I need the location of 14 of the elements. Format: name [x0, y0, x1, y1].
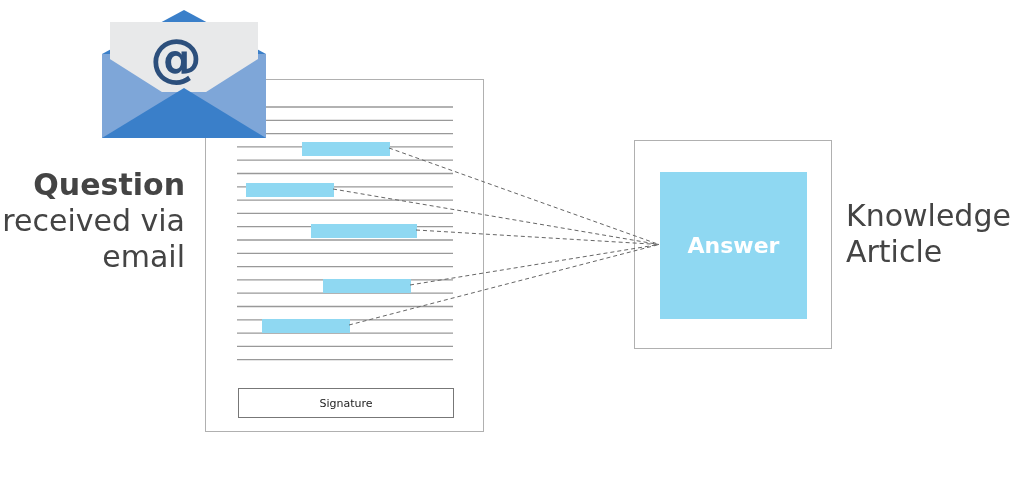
article-caption: Knowledge Article — [846, 198, 1012, 270]
signature-field: Signature — [238, 388, 454, 418]
highlight-bar — [246, 183, 334, 197]
highlight-bar — [311, 224, 417, 238]
answer-box: Answer — [660, 172, 807, 319]
dashed-connector — [332, 188, 660, 245]
highlight-bar — [262, 319, 350, 333]
question-caption: Question received via email — [1, 167, 185, 275]
highlight-bar — [323, 279, 411, 293]
dashed-connector — [348, 244, 660, 326]
at-sign: @ — [150, 28, 202, 88]
article-card — [634, 140, 832, 349]
highlight-bar — [302, 142, 390, 156]
document-page — [205, 79, 484, 432]
